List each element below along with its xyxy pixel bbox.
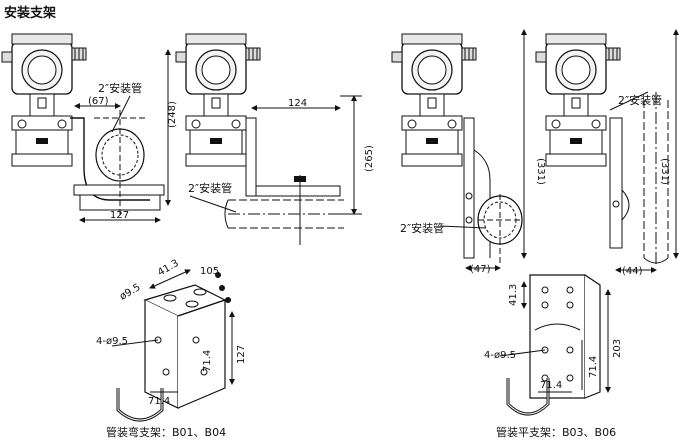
dim-105: 105 — [200, 266, 219, 277]
dim-203: 203 — [612, 339, 623, 358]
view-flat-front — [535, 29, 679, 273]
caption-bent: 管装弯支架：B01、B04 — [106, 425, 226, 439]
dim-41-3-b: 41.3 — [508, 284, 519, 306]
dim-127-1: 127 — [110, 210, 129, 221]
dim-4-9-5-b: 4-ø9.5 — [484, 350, 516, 361]
dim-47: (47) — [470, 264, 491, 275]
dim-71-4-a: 71.4 — [202, 350, 213, 372]
pipe-label-4: 2″安装管 — [618, 93, 662, 107]
dim-331-2: (331) — [659, 158, 670, 185]
view-flat-side — [391, 29, 527, 271]
dim-44: (44) — [622, 266, 643, 277]
pipe-label-3: 2″安装管 — [400, 221, 444, 235]
pipe-label-2: 2″安装管 — [188, 181, 232, 195]
dim-127-2: 127 — [236, 345, 247, 364]
dim-67: (67) — [88, 96, 109, 107]
dim-331-1: (331) — [535, 158, 546, 185]
dim-4-9-5-a: 4-ø9.5 — [96, 336, 128, 347]
view-bent-front — [175, 33, 362, 245]
page-title: 安装支架 — [4, 6, 57, 21]
view-bent-side — [1, 33, 171, 223]
bent-bracket-iso — [111, 269, 235, 422]
flat-bracket-iso — [499, 274, 611, 416]
dim-124: 124 — [288, 98, 307, 109]
caption-flat: 管装平支架：B03、B06 — [496, 425, 616, 439]
dim-9-5-a: ø9.5 — [118, 282, 143, 303]
dim-265: (265) — [364, 145, 375, 172]
dim-71-4-b: 71.4 — [148, 396, 170, 407]
dim-71-4-d: 71.4 — [540, 380, 562, 391]
dim-71-4-c: 71.4 — [588, 356, 599, 378]
pipe-label-1: 2″安装管 — [98, 81, 142, 95]
dim-248: (248) — [167, 101, 178, 128]
